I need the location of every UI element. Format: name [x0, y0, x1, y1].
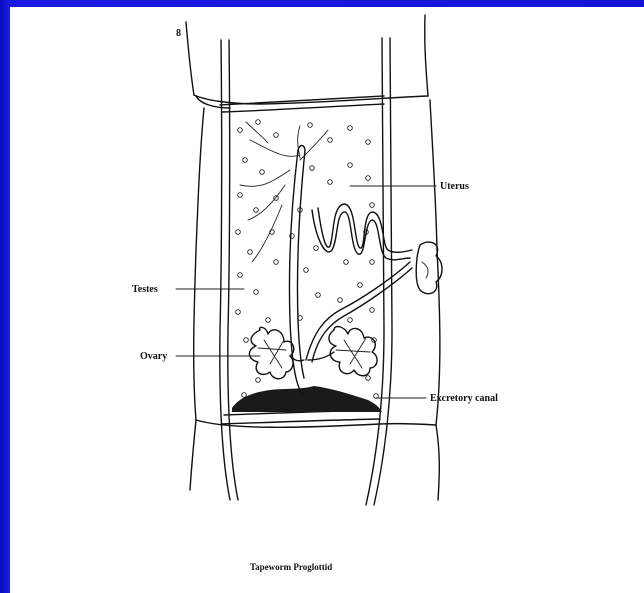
ovary	[249, 327, 377, 379]
uterus-label: Uterus	[440, 181, 469, 192]
vitelline-gland	[232, 378, 382, 412]
excretory-canals	[220, 38, 392, 505]
uterus	[289, 146, 412, 379]
previous-segment	[186, 15, 428, 108]
figure-mark: 8	[176, 28, 181, 39]
figure-caption: Tapeworm Proglottid	[250, 562, 332, 572]
leader-lines	[176, 186, 436, 398]
proglottid-body	[190, 100, 440, 500]
testes-label: Testes	[132, 284, 158, 295]
ovary-label: Ovary	[140, 351, 167, 362]
excretory-canal-label: Excretory canal	[430, 393, 498, 404]
vasa-efferentia	[240, 122, 328, 262]
